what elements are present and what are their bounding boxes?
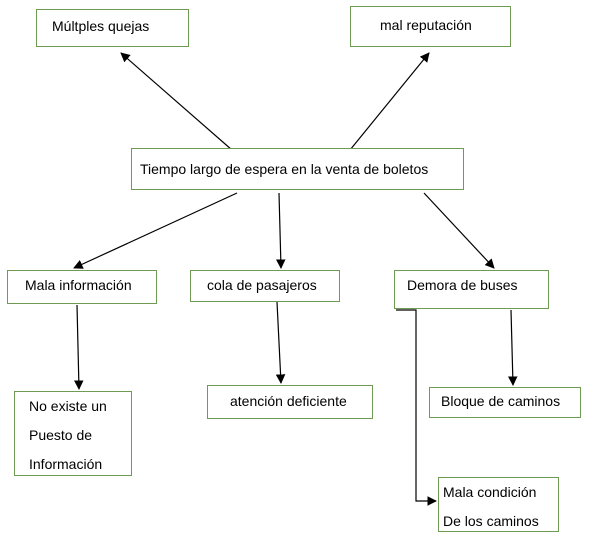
node-center-label: Tiempo largo de espera en la venta de bo… <box>140 161 429 177</box>
node-road-condition-line-1: Mala condición <box>443 484 537 500</box>
arrow-center-to-reputation <box>349 52 430 151</box>
arrow-bad-info-to-no-info-desk <box>73 304 84 390</box>
node-complaints: Múltples quejas <box>36 9 189 47</box>
node-reputation: mal reputación <box>350 6 511 47</box>
node-poor-service-label: atención deficiente <box>230 393 347 409</box>
node-reputation-label: mal reputación <box>380 17 472 33</box>
arrow-center-to-bad-info <box>73 192 238 269</box>
arrow-bus-delay-to-road-block <box>507 309 518 386</box>
node-no-info-desk-line-3: Información <box>29 456 103 472</box>
node-road-condition-line-2: De los caminos <box>443 513 539 529</box>
node-road-block: Bloque de caminos <box>429 387 581 418</box>
node-poor-service: atención deficiente <box>207 385 373 419</box>
node-center: Tiempo largo de espera en la venta de bo… <box>131 148 464 190</box>
arrow-center-to-complaints <box>120 52 233 151</box>
node-no-info-desk-line-1: No existe un <box>29 398 107 414</box>
arrow-center-to-queue <box>275 192 286 269</box>
node-bad-info: Mala información <box>7 270 157 304</box>
arrow-queue-to-poor-service <box>275 301 286 384</box>
node-road-block-label: Bloque de caminos <box>441 393 561 409</box>
arrow-center-to-bus-delay <box>423 192 495 269</box>
node-bus-delay: Demora de buses <box>394 270 549 309</box>
node-road-condition: Mala condición De los caminos <box>438 477 559 532</box>
node-bus-delay-label: Demora de buses <box>407 277 518 293</box>
node-no-info-desk-line-2: Puesto de <box>29 427 93 443</box>
node-no-info-desk: No existe un Puesto de Información <box>14 391 132 476</box>
node-complaints-label: Múltples quejas <box>52 18 150 34</box>
node-queue-label: cola de pasajeros <box>207 277 317 293</box>
node-bad-info-label: Mala información <box>25 277 132 293</box>
arrow-bus-delay-to-road-condition <box>396 309 437 506</box>
node-queue: cola de pasajeros <box>190 270 340 302</box>
